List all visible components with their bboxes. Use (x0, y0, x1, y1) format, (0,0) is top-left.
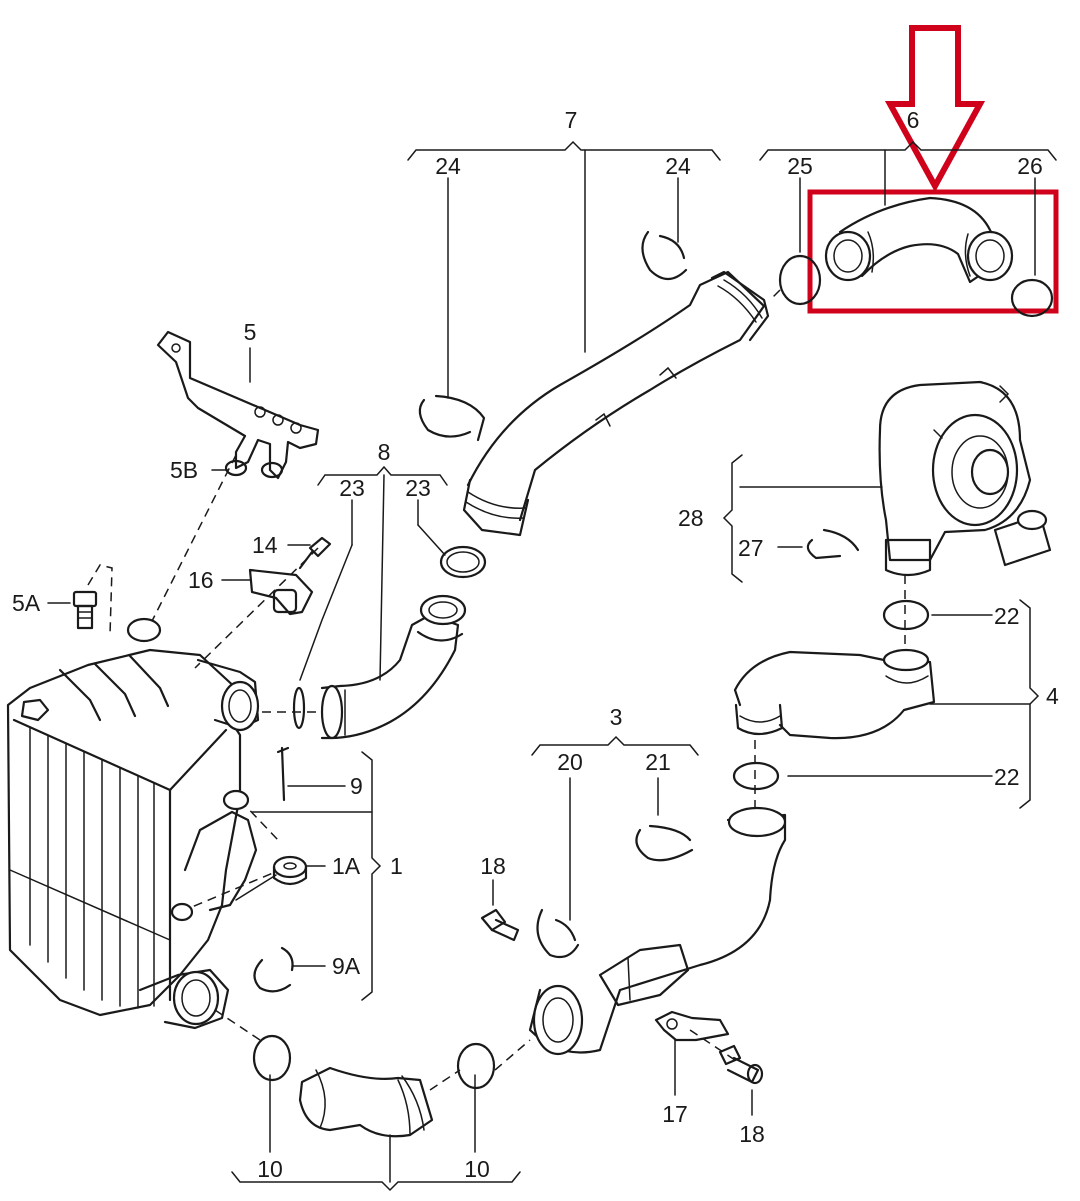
hose-part-4 (732, 599, 936, 791)
pipe-part-7 (418, 230, 770, 537)
hose-part-8 (292, 545, 487, 740)
hose-bottom (252, 1034, 496, 1138)
label-27: 27 (738, 535, 764, 561)
label-6: 6 (907, 107, 920, 133)
label-23-left: 23 (339, 475, 365, 501)
label-14: 14 (252, 532, 278, 558)
label-18-top: 18 (480, 853, 506, 879)
label-17: 17 (662, 1101, 688, 1127)
label-16: 16 (188, 567, 214, 593)
grommet-1a (272, 855, 308, 886)
bolt-18-b (718, 1044, 764, 1085)
label-22-top: 22 (994, 603, 1020, 629)
label-24-right: 24 (665, 153, 691, 179)
bolt-14 (298, 536, 332, 570)
label-10-left: 10 (257, 1156, 283, 1182)
highlight-box (807, 189, 1059, 314)
label-7: 7 (565, 107, 578, 133)
part-labels: 7 6 24 24 25 26 5 5B 8 23 23 28 27 14 16… (12, 107, 1059, 1182)
intercooler-part-1 (6, 617, 260, 1030)
label-23-right: 23 (405, 475, 431, 501)
label-5: 5 (244, 319, 257, 345)
label-1a: 1A (332, 853, 361, 879)
hose-part-6 (778, 196, 1054, 318)
pipe-part-3 (528, 806, 787, 1056)
label-28: 28 (678, 505, 704, 531)
assembly-lines (87, 289, 906, 1091)
turbo-part-28 (806, 380, 1052, 577)
label-9: 9 (350, 773, 363, 799)
label-10-right: 10 (464, 1156, 490, 1182)
label-18-bottom: 18 (739, 1121, 765, 1147)
label-9a: 9A (332, 953, 361, 979)
label-24-left: 24 (435, 153, 461, 179)
label-1: 1 (390, 853, 403, 879)
bracket-part-5 (156, 330, 320, 480)
label-4: 4 (1046, 683, 1059, 709)
highlight-arrow (884, 25, 986, 193)
clip-9a (253, 946, 294, 993)
sensor-16 (248, 568, 314, 616)
leader-lines (47, 149, 1036, 1183)
label-5b: 5B (170, 457, 198, 483)
label-22-bottom: 22 (994, 764, 1020, 790)
label-8: 8 (378, 439, 391, 465)
label-3: 3 (610, 704, 623, 730)
label-21: 21 (645, 749, 671, 775)
label-26: 26 (1017, 153, 1043, 179)
bolt-18-a (480, 908, 520, 942)
group-brackets (231, 140, 1057, 1192)
bolt-5a (72, 590, 98, 630)
label-5a: 5A (12, 590, 41, 616)
label-25: 25 (787, 153, 813, 179)
clip-9 (276, 746, 290, 802)
label-20: 20 (557, 749, 583, 775)
